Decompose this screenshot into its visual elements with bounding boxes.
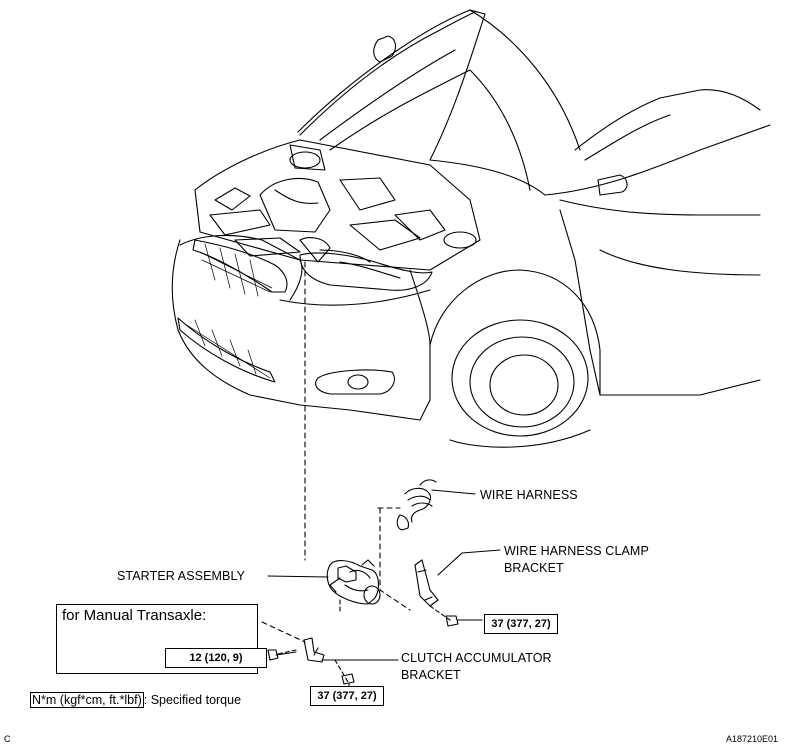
- torque-manual-transaxle: 12 (120, 9): [165, 648, 267, 668]
- manual-transaxle-title: for Manual Transaxle:: [62, 607, 207, 624]
- clamp-bracket-label-line2: BRACKET: [504, 561, 564, 575]
- clutch-accumulator-label-line2: BRACKET: [401, 668, 461, 682]
- bolt-icon: [445, 615, 483, 627]
- torque-legend-text: : Specified torque: [143, 693, 242, 707]
- clamp-bracket-label-line1: WIRE HARNESS CLAMP: [504, 544, 649, 558]
- torque-legend: N*m (kgf*cm, ft.*lbf): Specified torque: [30, 691, 241, 709]
- clutch-accumulator-label-line1: CLUTCH ACCUMULATOR: [401, 651, 552, 665]
- vehicle-illustration: [171, 9, 771, 448]
- torque-lower-bolt: 37 (377, 27): [310, 686, 384, 706]
- bolt-icon: [267, 649, 297, 661]
- clutch-bracket-drawing: [303, 637, 399, 663]
- starter-assembly-drawing: [267, 559, 381, 605]
- figure-id: A187210E01: [726, 734, 779, 744]
- manual-transaxle-box: for Manual Transaxle:: [56, 604, 258, 674]
- starter-assembly-label: STARTER ASSEMBLY: [117, 569, 246, 583]
- wire-harness-label: WIRE HARNESS: [480, 488, 578, 502]
- torque-clamp-bolt: 37 (377, 27): [484, 614, 558, 634]
- torque-legend-key: N*m (kgf*cm, ft.*lbf): [30, 692, 144, 708]
- clamp-bracket-drawing: [414, 549, 501, 607]
- corner-code-left: C: [4, 734, 11, 744]
- wire-harness-drawing: [396, 479, 476, 531]
